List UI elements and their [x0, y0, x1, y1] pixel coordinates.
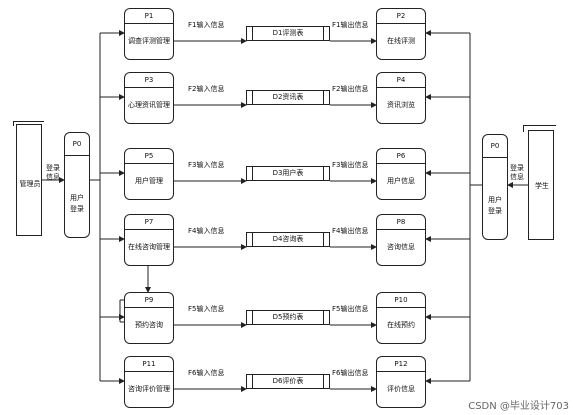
output-flow-label: F3输出信息	[332, 161, 369, 169]
login-process-left: P0 用户登录	[64, 132, 90, 238]
student-entity: 学生	[523, 125, 556, 240]
process-id: P12	[377, 357, 425, 372]
process-name: 预约咨询	[135, 321, 163, 329]
input-flow-label: F2输入信息	[188, 85, 225, 93]
input-flow-label: F5输入信息	[188, 305, 225, 313]
login-flow-label-right: 登录信息	[510, 164, 524, 181]
process-name: 咨询评价管理	[128, 385, 170, 393]
process-p10: P10 在线预约	[376, 292, 426, 344]
process-p12: P12 评价信息	[376, 356, 426, 408]
input-flow-label: F3输入信息	[188, 161, 225, 169]
process-p1: P1 调查评测管理	[124, 8, 174, 60]
store-name: D1评测表	[272, 29, 304, 37]
student-label: 学生	[535, 182, 549, 190]
output-flow-label: F6输出信息	[332, 369, 369, 377]
login-flow-label-left: 登录信息	[46, 164, 60, 181]
store-name: D6评价表	[272, 377, 304, 385]
output-flow-label: F5输出信息	[332, 305, 369, 313]
process-id: P0	[483, 135, 507, 158]
output-flow-label: F4输出信息	[332, 227, 369, 235]
process-p11: P11 咨询评价管理	[124, 356, 174, 408]
process-id: P3	[125, 73, 173, 88]
output-flow-label: F2输出信息	[332, 85, 369, 93]
admin-label: 管理员	[19, 180, 41, 188]
process-id: P7	[125, 215, 173, 230]
process-p4: P4 资讯浏览	[376, 72, 426, 124]
process-p9: P9 预约咨询	[124, 292, 174, 344]
store-name: D4咨询表	[272, 235, 304, 243]
data-store: D1评测表	[246, 26, 330, 41]
data-store: D5预约表	[246, 310, 330, 325]
process-id: P8	[377, 215, 425, 230]
process-id: P2	[377, 9, 425, 24]
data-store: D6评价表	[246, 374, 330, 389]
process-id: P6	[377, 149, 425, 164]
process-id: P1	[125, 9, 173, 24]
process-name: 评价信息	[387, 385, 415, 393]
input-flow-label: F6输入信息	[188, 369, 225, 377]
input-flow-label: F1输入信息	[188, 21, 225, 29]
store-name: D3用户表	[272, 169, 304, 177]
store-name: D5预约表	[272, 313, 304, 321]
process-name: 用户登录	[488, 196, 502, 215]
process-name: 咨询信息	[387, 243, 415, 251]
store-name: D2资讯表	[272, 93, 304, 101]
data-store: D2资讯表	[246, 90, 330, 105]
data-store: D3用户表	[246, 166, 330, 181]
data-store: D4咨询表	[246, 232, 330, 247]
process-id: P10	[377, 293, 425, 308]
process-name: 资讯浏览	[387, 101, 415, 109]
watermark-text: CSDN @毕业设计703	[468, 401, 569, 412]
process-p8: P8 咨询信息	[376, 214, 426, 266]
input-flow-label: F4输入信息	[188, 227, 225, 235]
process-id: P5	[125, 149, 173, 164]
login-process-right: P0 用户登录	[482, 134, 508, 240]
process-p7: P7 在线咨询管理	[124, 214, 174, 266]
process-name: 调查评测管理	[128, 37, 170, 45]
process-id: P9	[125, 293, 173, 308]
process-name: 用户登录	[70, 194, 84, 213]
process-id: P11	[125, 357, 173, 372]
admin-entity: 管理员	[13, 121, 44, 236]
process-name: 用户信息	[387, 177, 415, 185]
process-p3: P3 心理资讯管理	[124, 72, 174, 124]
process-name: 心理资讯管理	[128, 101, 170, 109]
process-p5: P5 用户管理	[124, 148, 174, 200]
process-name: 在线咨询管理	[128, 243, 170, 251]
process-p2: P2 在线评测	[376, 8, 426, 60]
process-name: 用户管理	[135, 177, 163, 185]
process-name: 在线评测	[387, 37, 415, 45]
output-flow-label: F1输出信息	[332, 21, 369, 29]
process-p6: P6 用户信息	[376, 148, 426, 200]
process-id: P0	[65, 133, 89, 156]
process-id: P4	[377, 73, 425, 88]
process-name: 在线预约	[387, 321, 415, 329]
